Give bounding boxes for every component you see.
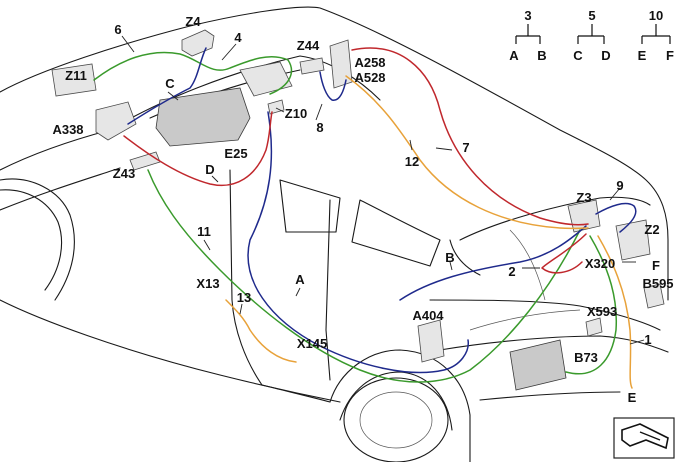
legend-parent-10: 10 [649, 8, 663, 23]
callout-labels: 6 Z4 4 Z11 C Z44 A258 A528 8 A338 Z10 E2… [52, 14, 673, 405]
components [51, 29, 665, 391]
label-z10: Z10 [285, 106, 307, 121]
legend-right-d: D [601, 48, 610, 63]
e25-component [155, 87, 251, 147]
wire-orange-e [597, 235, 633, 389]
wire-blue-b [399, 225, 587, 301]
label-z11: Z11 [65, 68, 87, 83]
label-7: 7 [462, 140, 469, 155]
z44-component [299, 57, 325, 75]
x593-component [585, 317, 603, 337]
legend-parent-3: 3 [524, 8, 531, 23]
legend-tree-5: 5 C D [573, 8, 610, 63]
label-4: 4 [234, 30, 242, 45]
label-a528: A528 [354, 70, 385, 85]
label-6: 6 [114, 22, 121, 37]
label-f: F [652, 258, 660, 273]
a258-component [329, 39, 353, 89]
fold-arrow-icon [613, 417, 675, 459]
label-11: 11 [197, 224, 211, 239]
label-e: E [628, 390, 637, 405]
wire-red-2 [541, 233, 587, 274]
label-x593: X593 [587, 304, 617, 319]
label-z44: Z44 [297, 38, 320, 53]
leader-lines [121, 35, 645, 345]
label-z4: Z4 [185, 14, 201, 29]
label-z2: Z2 [644, 222, 659, 237]
label-a338: A338 [52, 122, 83, 137]
wire-red-7 [351, 47, 589, 226]
b595-component [643, 283, 665, 309]
a338-component [95, 101, 137, 141]
label-x13: X13 [196, 276, 219, 291]
harness-wires [93, 47, 637, 389]
legend: 3 A B 5 C D 10 E F [509, 8, 674, 63]
label-b: B [445, 250, 454, 265]
label-2: 2 [508, 264, 515, 279]
z4-component [181, 29, 215, 57]
b73-battery [509, 339, 567, 391]
wire-orange-13 [225, 299, 297, 363]
z10-component [267, 99, 285, 115]
z2-component [615, 219, 651, 261]
a404-component [417, 319, 445, 363]
label-1: 1 [644, 332, 651, 347]
label-e25: E25 [224, 146, 247, 161]
label-13: 13 [237, 290, 251, 305]
wire-green-b73 [565, 235, 618, 375]
legend-parent-5: 5 [588, 8, 595, 23]
label-d: D [205, 162, 214, 177]
label-c: C [165, 76, 175, 91]
legend-right-b: B [537, 48, 546, 63]
label-a404: A404 [412, 308, 444, 323]
label-b595: B595 [642, 276, 673, 291]
z11-component [51, 63, 97, 97]
label-z3: Z3 [576, 190, 591, 205]
wire-blue-9 [595, 202, 637, 233]
label-z43: Z43 [113, 166, 135, 181]
wire-blue-8 [319, 71, 347, 101]
car-body [0, 6, 669, 462]
wire-orange-12 [345, 75, 589, 230]
legend-tree-10: 10 E F [638, 8, 674, 63]
label-x145: X145 [297, 336, 327, 351]
wire-green-6 [93, 51, 293, 95]
legend-left-c: C [573, 48, 583, 63]
wire-red-d [123, 111, 273, 187]
label-x320: X320 [585, 256, 615, 271]
legend-right-f: F [666, 48, 674, 63]
label-a: A [295, 272, 305, 287]
legend-left-a: A [509, 48, 519, 63]
label-b73: B73 [574, 350, 598, 365]
wire-blue-c [127, 47, 207, 125]
wire-green-11 [147, 169, 581, 383]
legend-tree-3: 3 A B [509, 8, 546, 63]
label-12: 12 [405, 154, 419, 169]
label-a258: A258 [354, 55, 385, 70]
legend-left-e: E [638, 48, 647, 63]
wire-blue-a [247, 111, 469, 374]
label-9: 9 [616, 178, 623, 193]
label-8: 8 [316, 120, 323, 135]
